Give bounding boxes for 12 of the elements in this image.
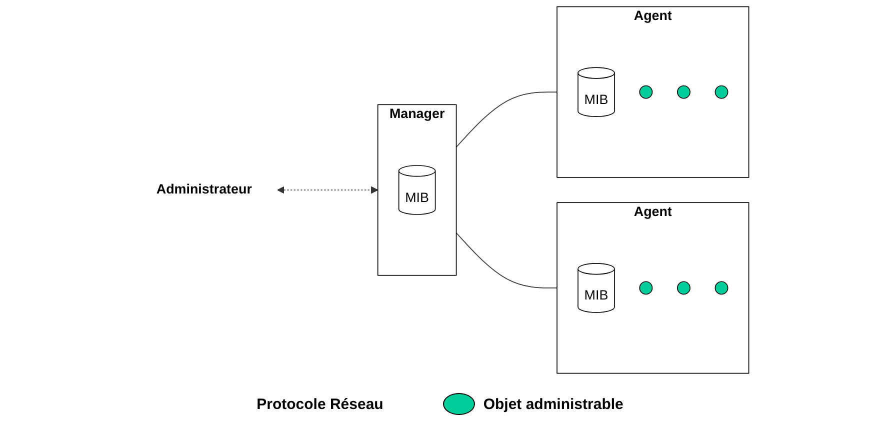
protocol-label: Protocole Réseau xyxy=(256,396,384,412)
node-circle xyxy=(677,281,690,295)
arrow xyxy=(277,186,378,194)
connector xyxy=(456,232,558,288)
legend-label: Objet administrable xyxy=(483,396,624,412)
node-circle xyxy=(639,281,653,295)
node-circle xyxy=(639,85,653,99)
node-circle xyxy=(714,281,728,295)
node-text: Administrateur xyxy=(156,182,252,197)
node-circle xyxy=(677,85,690,99)
connector xyxy=(456,92,558,148)
node-circle xyxy=(714,85,728,99)
